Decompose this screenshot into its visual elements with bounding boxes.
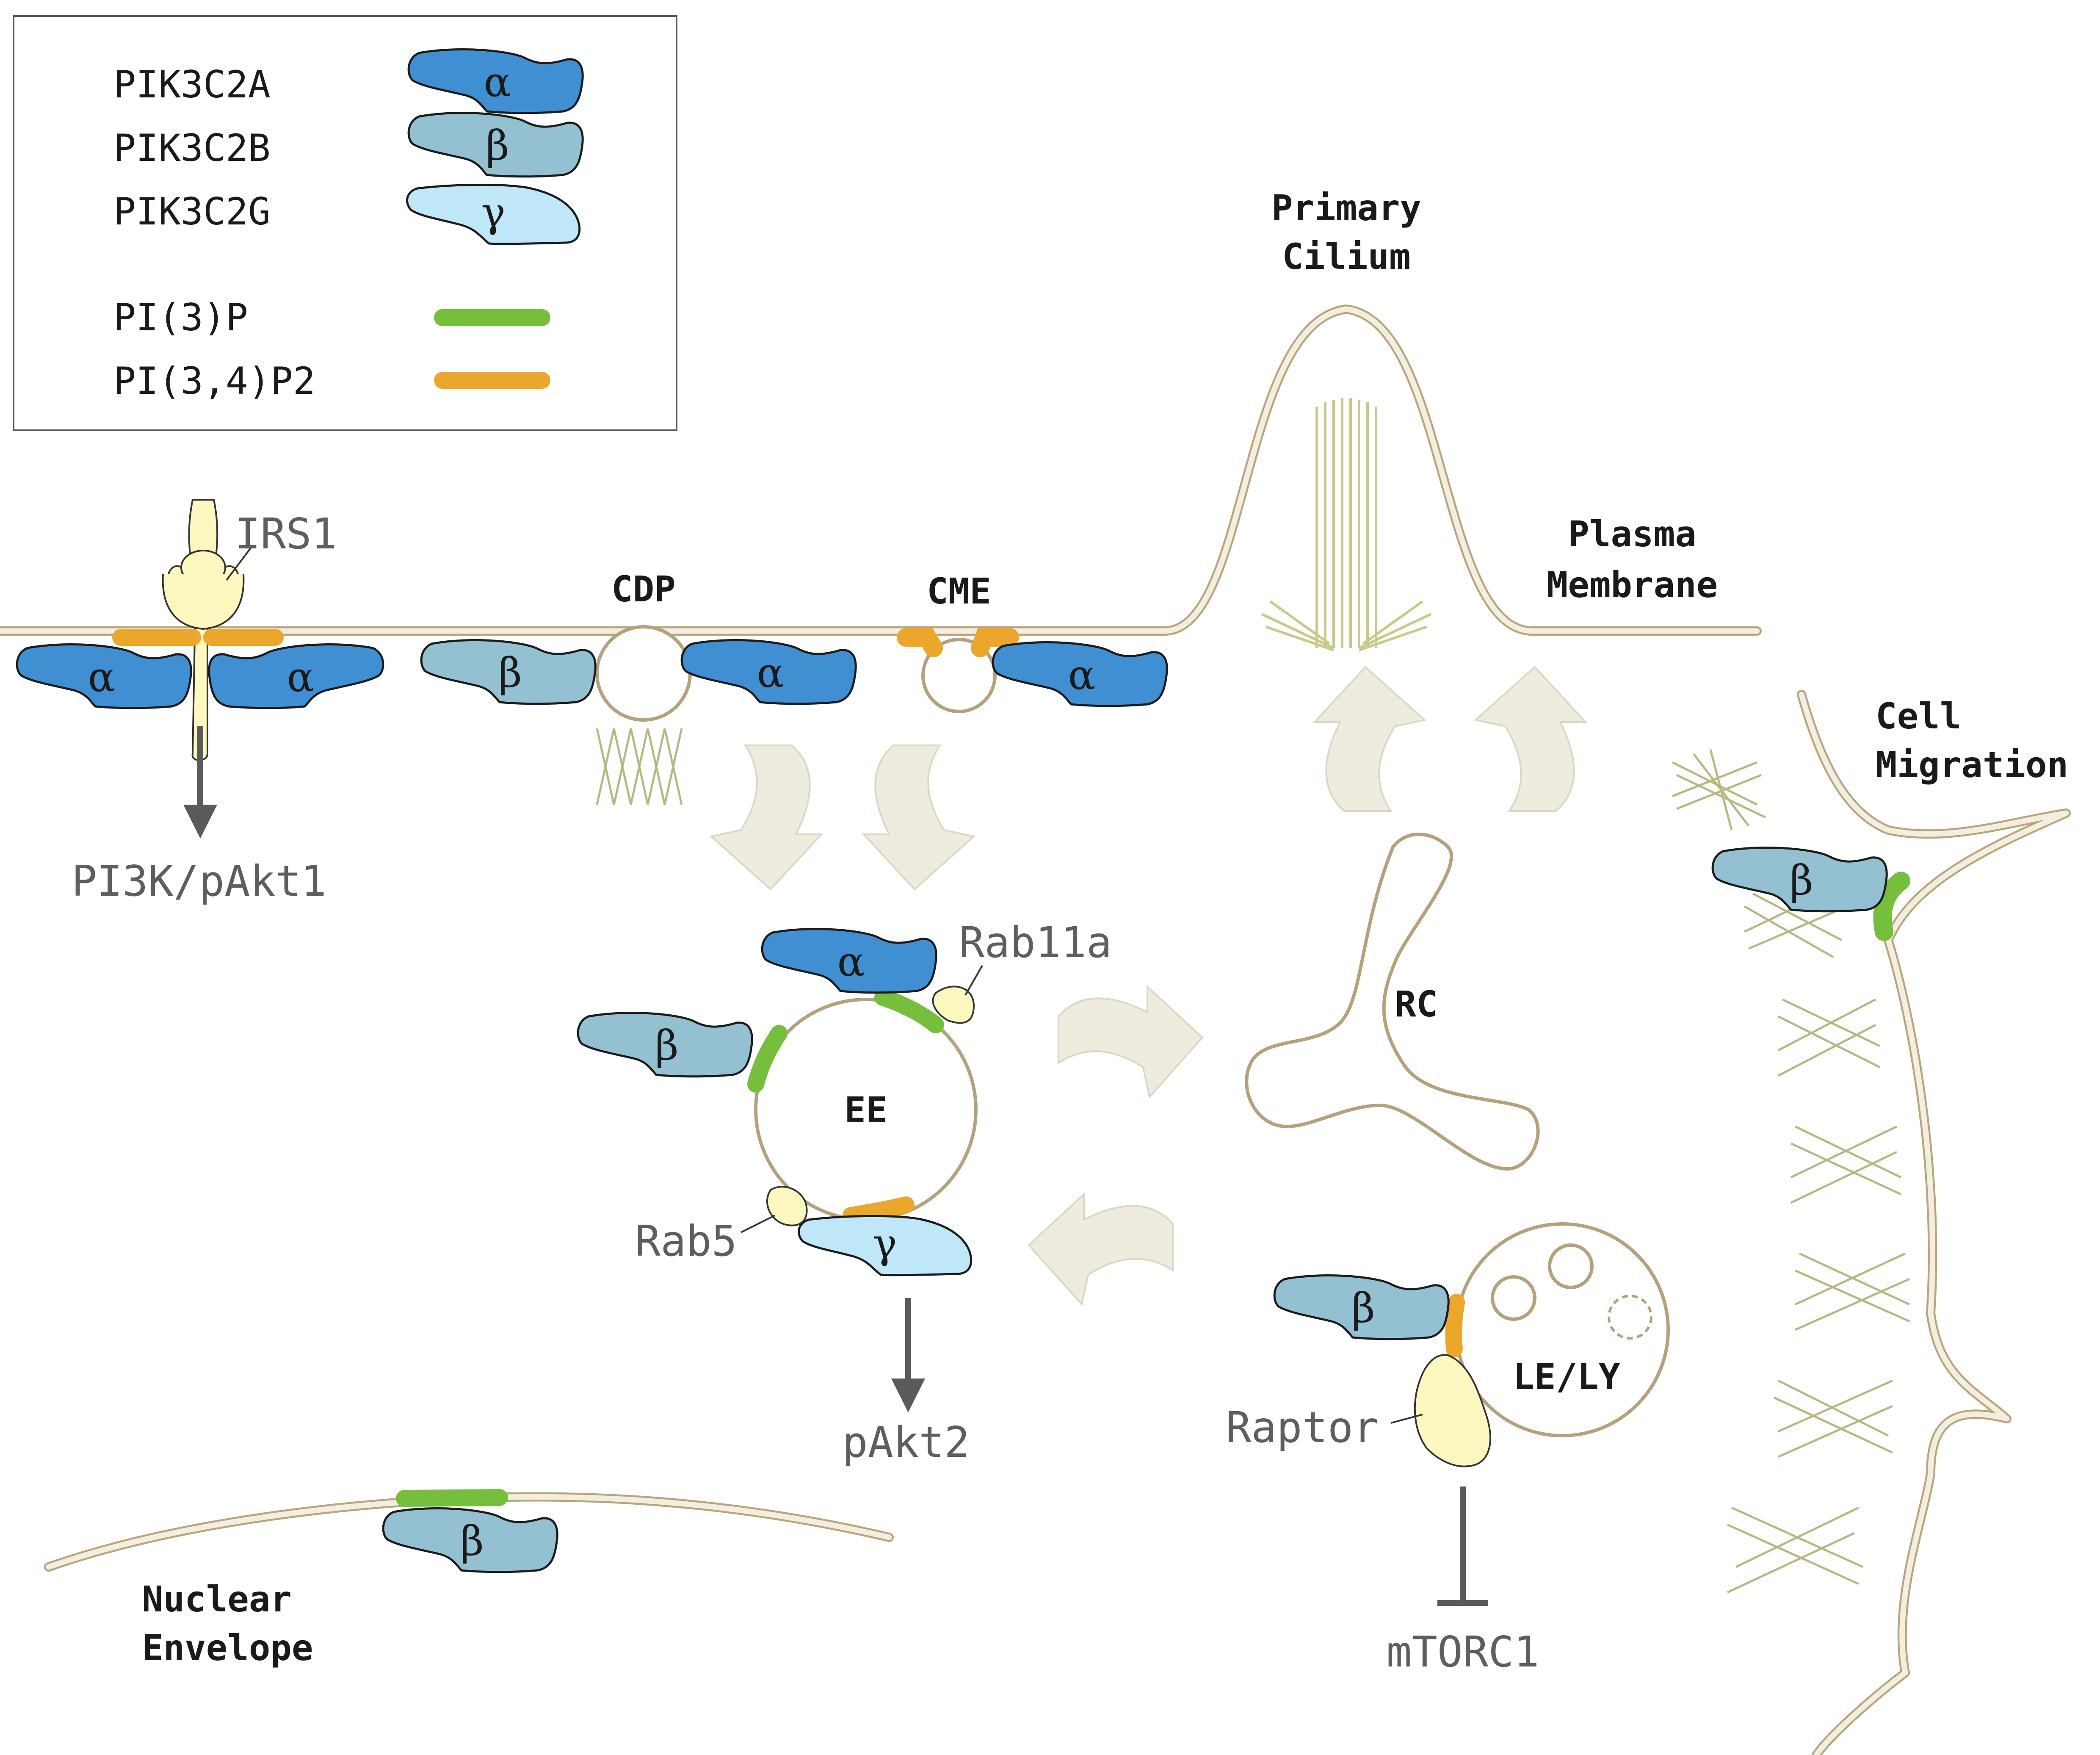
intraluminal-vesicle-1 bbox=[1491, 1275, 1536, 1321]
legend-label-pik3c2a: PIK3C2A bbox=[113, 63, 271, 106]
recycling-compartment bbox=[1245, 833, 1540, 1171]
rab11a-label: Rab11a bbox=[959, 918, 1112, 967]
mtorc1-label: mTORC1 bbox=[1386, 1627, 1539, 1677]
flow-arrow-cdp-to-ee bbox=[710, 745, 822, 890]
flow-arrow-cme-to-ee bbox=[863, 745, 975, 890]
raptor-label: Raptor bbox=[1226, 1403, 1379, 1452]
rab5-label: Rab5 bbox=[635, 1216, 737, 1266]
pi3k-pakt1-label: PI3K/pAkt1 bbox=[72, 856, 326, 906]
cell-migration-label-line2: Migration bbox=[1876, 744, 2068, 786]
nuclear-envelope-label-line1: Nuclear bbox=[142, 1578, 292, 1620]
cme-label: CME bbox=[927, 570, 991, 612]
flow-arrow-ee-to-le-ly bbox=[1028, 1193, 1174, 1305]
legend-label-pi34p2: PI(3,4)P2 bbox=[113, 359, 315, 403]
primary-cilium-axoneme bbox=[1261, 398, 1432, 651]
plasma-membrane-label: Plasma Membrane bbox=[1547, 513, 1718, 606]
cme-pi34p2-left bbox=[897, 628, 943, 657]
nuclear-envelope-label: Nuclear Envelope bbox=[142, 1578, 313, 1669]
intraluminal-vesicle-2 bbox=[1548, 1243, 1594, 1289]
greek-gamma: γ bbox=[481, 189, 505, 236]
flow-arrow-rc-to-cilium bbox=[1314, 666, 1426, 812]
cdp-label: CDP bbox=[611, 568, 676, 610]
primary-cilium-label: Primary Cilium bbox=[1271, 187, 1421, 277]
greek-alpha: α bbox=[484, 58, 511, 106]
rab11a-pointer bbox=[964, 965, 983, 996]
legend-label-pik3c2b: PIK3C2B bbox=[113, 126, 271, 170]
greek-alpha: α bbox=[1068, 651, 1096, 699]
greek-alpha: α bbox=[88, 653, 116, 701]
cme-vesicle bbox=[921, 638, 997, 713]
actin-mesh-cell-migration bbox=[1672, 749, 1910, 1594]
le-ly-pi34p2 bbox=[1445, 1294, 1465, 1357]
pakt2-label: pAkt2 bbox=[842, 1417, 970, 1467]
greek-beta: β bbox=[498, 649, 522, 697]
greek-alpha: α bbox=[837, 938, 865, 985]
greek-gamma: γ bbox=[873, 1220, 897, 1268]
le-ly-label: LE/LY bbox=[1513, 1356, 1620, 1398]
irs1-label: IRS1 bbox=[235, 509, 337, 559]
flow-arrow-ee-to-rc bbox=[1058, 986, 1203, 1098]
legend-beta-kinase-icon: β bbox=[409, 113, 583, 177]
rc-label: RC bbox=[1395, 983, 1437, 1025]
irs1-receptor bbox=[162, 499, 245, 761]
intraluminal-vesicle-3 bbox=[1608, 1295, 1652, 1340]
plasma-membrane bbox=[0, 304, 1762, 636]
legend-alpha-kinase-icon: α bbox=[409, 50, 583, 113]
primary-cilium-label-line2: Cilium bbox=[1282, 236, 1410, 277]
rab5-pointer bbox=[741, 1215, 775, 1233]
cell-migration-label: Cell Migration bbox=[1876, 695, 2068, 786]
arrow-to-pakt2 bbox=[891, 1298, 925, 1412]
flow-arrow-rc-to-plasma-membrane bbox=[1475, 666, 1586, 812]
greek-beta: β bbox=[655, 1022, 679, 1069]
cdp-vesicle bbox=[595, 625, 692, 722]
beta-kinase-nucleus: β bbox=[383, 1509, 557, 1572]
cme-pi34p2-right bbox=[971, 628, 1019, 657]
greek-alpha: α bbox=[287, 653, 315, 701]
alpha-kinase-cdp: α bbox=[682, 640, 856, 704]
beta-kinase-cell-migration: β bbox=[1713, 848, 1887, 911]
raptor-adaptor bbox=[1414, 1354, 1491, 1467]
beta-kinase-le-ly: β bbox=[1274, 1276, 1448, 1339]
plasma-membrane-label-line1: Plasma bbox=[1568, 513, 1696, 555]
legend-gamma-kinase-icon: γ bbox=[407, 185, 580, 244]
plasma-membrane-label-line2: Membrane bbox=[1547, 564, 1718, 606]
migrating-cell-membrane bbox=[1797, 690, 2071, 1755]
alpha-kinase-irs1-right: α bbox=[209, 645, 383, 708]
greek-alpha: α bbox=[757, 649, 785, 697]
beta-kinase-ee: β bbox=[578, 1013, 752, 1077]
alpha-kinase-ee: α bbox=[762, 929, 936, 993]
nuclear-envelope-label-line2: Envelope bbox=[142, 1627, 313, 1669]
ee-pi34p2-bottom bbox=[843, 1196, 915, 1224]
legend: PIK3C2A PIK3C2B PIK3C2G PI(3)P PI(3,4)P2… bbox=[13, 15, 677, 431]
irs1-pointer bbox=[226, 545, 253, 581]
cell-migration-label-line1: Cell bbox=[1876, 695, 1961, 737]
greek-beta: β bbox=[1351, 1284, 1375, 1332]
primary-cilium-label-line1: Primary bbox=[1271, 187, 1421, 229]
alpha-kinase-irs1-left: α bbox=[17, 645, 191, 708]
beta-kinase-cdp: β bbox=[421, 640, 595, 704]
greek-beta: β bbox=[1790, 857, 1813, 904]
clathrin-coat-mesh bbox=[596, 728, 683, 805]
greek-beta: β bbox=[460, 1517, 484, 1565]
legend-label-pi3p: PI(3)P bbox=[113, 296, 248, 339]
legend-label-pik3c2g: PIK3C2G bbox=[113, 190, 271, 233]
cell-migration-pi3p bbox=[1873, 872, 1910, 941]
raptor-pointer bbox=[1390, 1414, 1423, 1424]
ee-label: EE bbox=[844, 1089, 887, 1131]
gamma-kinase-ee: γ bbox=[799, 1216, 971, 1275]
inhibition-to-mtorc1 bbox=[1437, 1486, 1488, 1606]
arrow-to-pi3k-pakt1 bbox=[183, 726, 217, 839]
ee-pi3p-left bbox=[747, 1025, 788, 1093]
alpha-kinase-cme: α bbox=[993, 642, 1167, 706]
ee-pi3p-top bbox=[874, 989, 944, 1033]
rab11a-adaptor bbox=[932, 985, 975, 1024]
greek-beta: β bbox=[486, 122, 509, 169]
